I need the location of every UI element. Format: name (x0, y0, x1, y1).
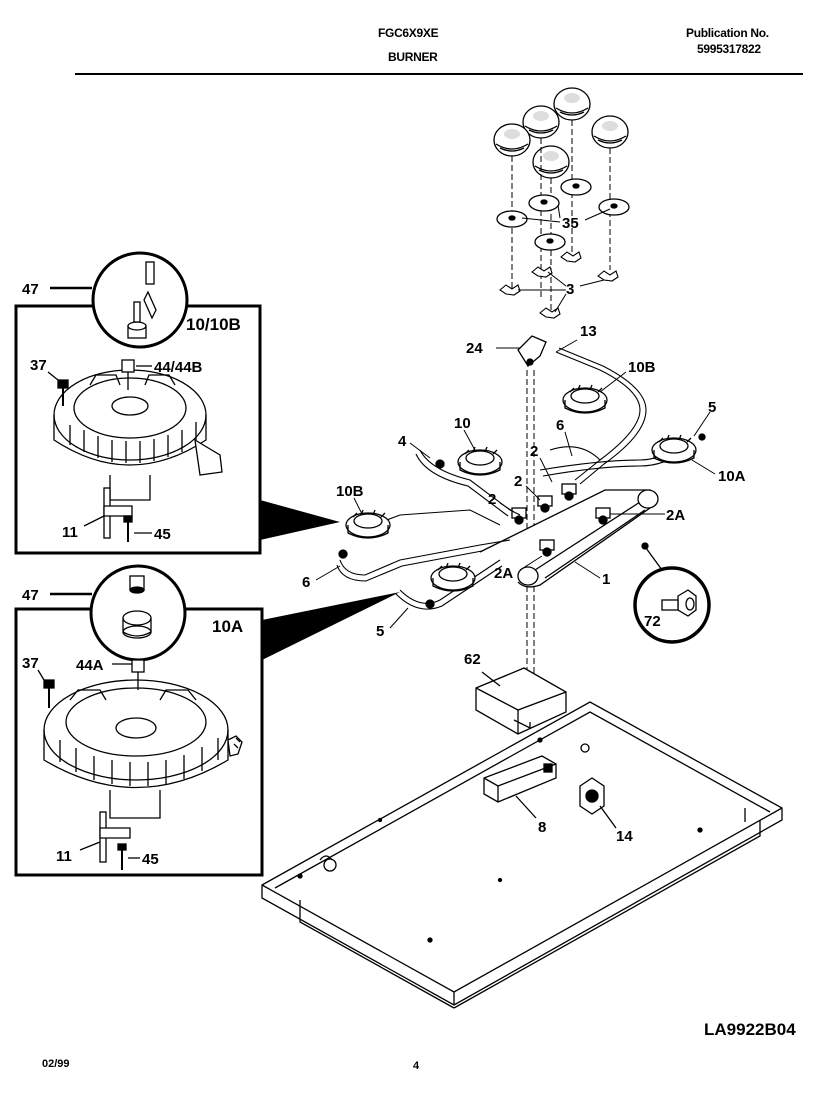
label-47-top: 47 (22, 281, 39, 298)
electrode-connector (338, 549, 348, 559)
label-2-a: 2 (530, 443, 538, 460)
label-11-top: 11 (62, 524, 78, 541)
label-1: 1 (602, 571, 610, 588)
label-10B-top: 10B (628, 359, 656, 376)
label-62: 62 (464, 651, 481, 668)
label-3: 3 (566, 281, 574, 298)
electrode-connector (435, 459, 445, 469)
knob (553, 87, 591, 121)
label-44-44B: 44/44B (154, 359, 203, 376)
section-title: BURNER (388, 50, 438, 64)
burner-10B-left (345, 509, 391, 539)
model-number: FGC6X9XE (378, 26, 439, 40)
footer-date: 02/99 (42, 1058, 70, 1070)
label-6-right: 6 (556, 417, 564, 434)
bracket-24 (517, 335, 547, 367)
label-72: 72 (644, 613, 661, 630)
inset-top-title: 10/10B (186, 315, 241, 334)
label-5-left: 5 (376, 623, 384, 640)
label-37-bottom: 37 (22, 655, 39, 672)
control-knobs (493, 87, 629, 179)
label-2-b: 2 (514, 473, 522, 490)
inset-10A (14, 564, 400, 877)
leaders-main (315, 339, 716, 629)
label-10B-left: 10B (336, 483, 364, 500)
burner-10A-right (651, 434, 697, 464)
knob (591, 115, 629, 149)
label-2-c: 2 (488, 491, 496, 508)
electrode-connector (698, 433, 706, 441)
switch-8 (483, 755, 557, 819)
diagram-code: LA9922B04 (704, 1020, 796, 1039)
label-2A-right: 2A (666, 507, 685, 524)
receptacle-14 (579, 777, 617, 829)
cooktop-frame (261, 701, 783, 1009)
label-4: 4 (398, 433, 407, 450)
module-62 (475, 667, 567, 735)
leaders-top (518, 204, 611, 313)
label-14: 14 (616, 828, 633, 845)
label-8: 8 (538, 819, 546, 836)
callout-labels: 35 3 13 24 10B 10 4 5 10A 6 2 2 2 2A 2A … (22, 215, 746, 868)
label-2A-mid: 2A (494, 565, 513, 582)
detail-72 (633, 542, 711, 644)
label-10A: 10A (718, 468, 746, 485)
label-24: 24 (466, 340, 483, 357)
inset-10-10B (14, 251, 340, 555)
publication-label: Publication No. (686, 26, 769, 40)
burner-10 (457, 446, 503, 476)
label-45-top: 45 (154, 526, 171, 543)
burner-10B-top (562, 384, 608, 414)
label-11-bottom: 11 (56, 848, 72, 865)
label-10: 10 (454, 415, 471, 432)
knob (532, 145, 570, 179)
label-35: 35 (562, 215, 579, 232)
electrode-connector (425, 599, 435, 609)
label-37-top: 37 (30, 357, 47, 374)
label-6-left: 6 (302, 574, 310, 591)
inset-bottom-title: 10A (212, 617, 243, 636)
label-44A: 44A (76, 657, 104, 674)
page-number: 4 (413, 1060, 420, 1072)
label-47-bottom: 47 (22, 587, 39, 604)
knob (493, 123, 531, 157)
publication-number: 5995317822 (697, 42, 761, 56)
burner-10A-left (430, 562, 476, 592)
header-rule (75, 73, 803, 75)
spring-clips (499, 251, 619, 319)
label-5-right: 5 (708, 399, 716, 416)
label-13: 13 (580, 323, 597, 340)
label-45-bottom: 45 (142, 851, 159, 868)
